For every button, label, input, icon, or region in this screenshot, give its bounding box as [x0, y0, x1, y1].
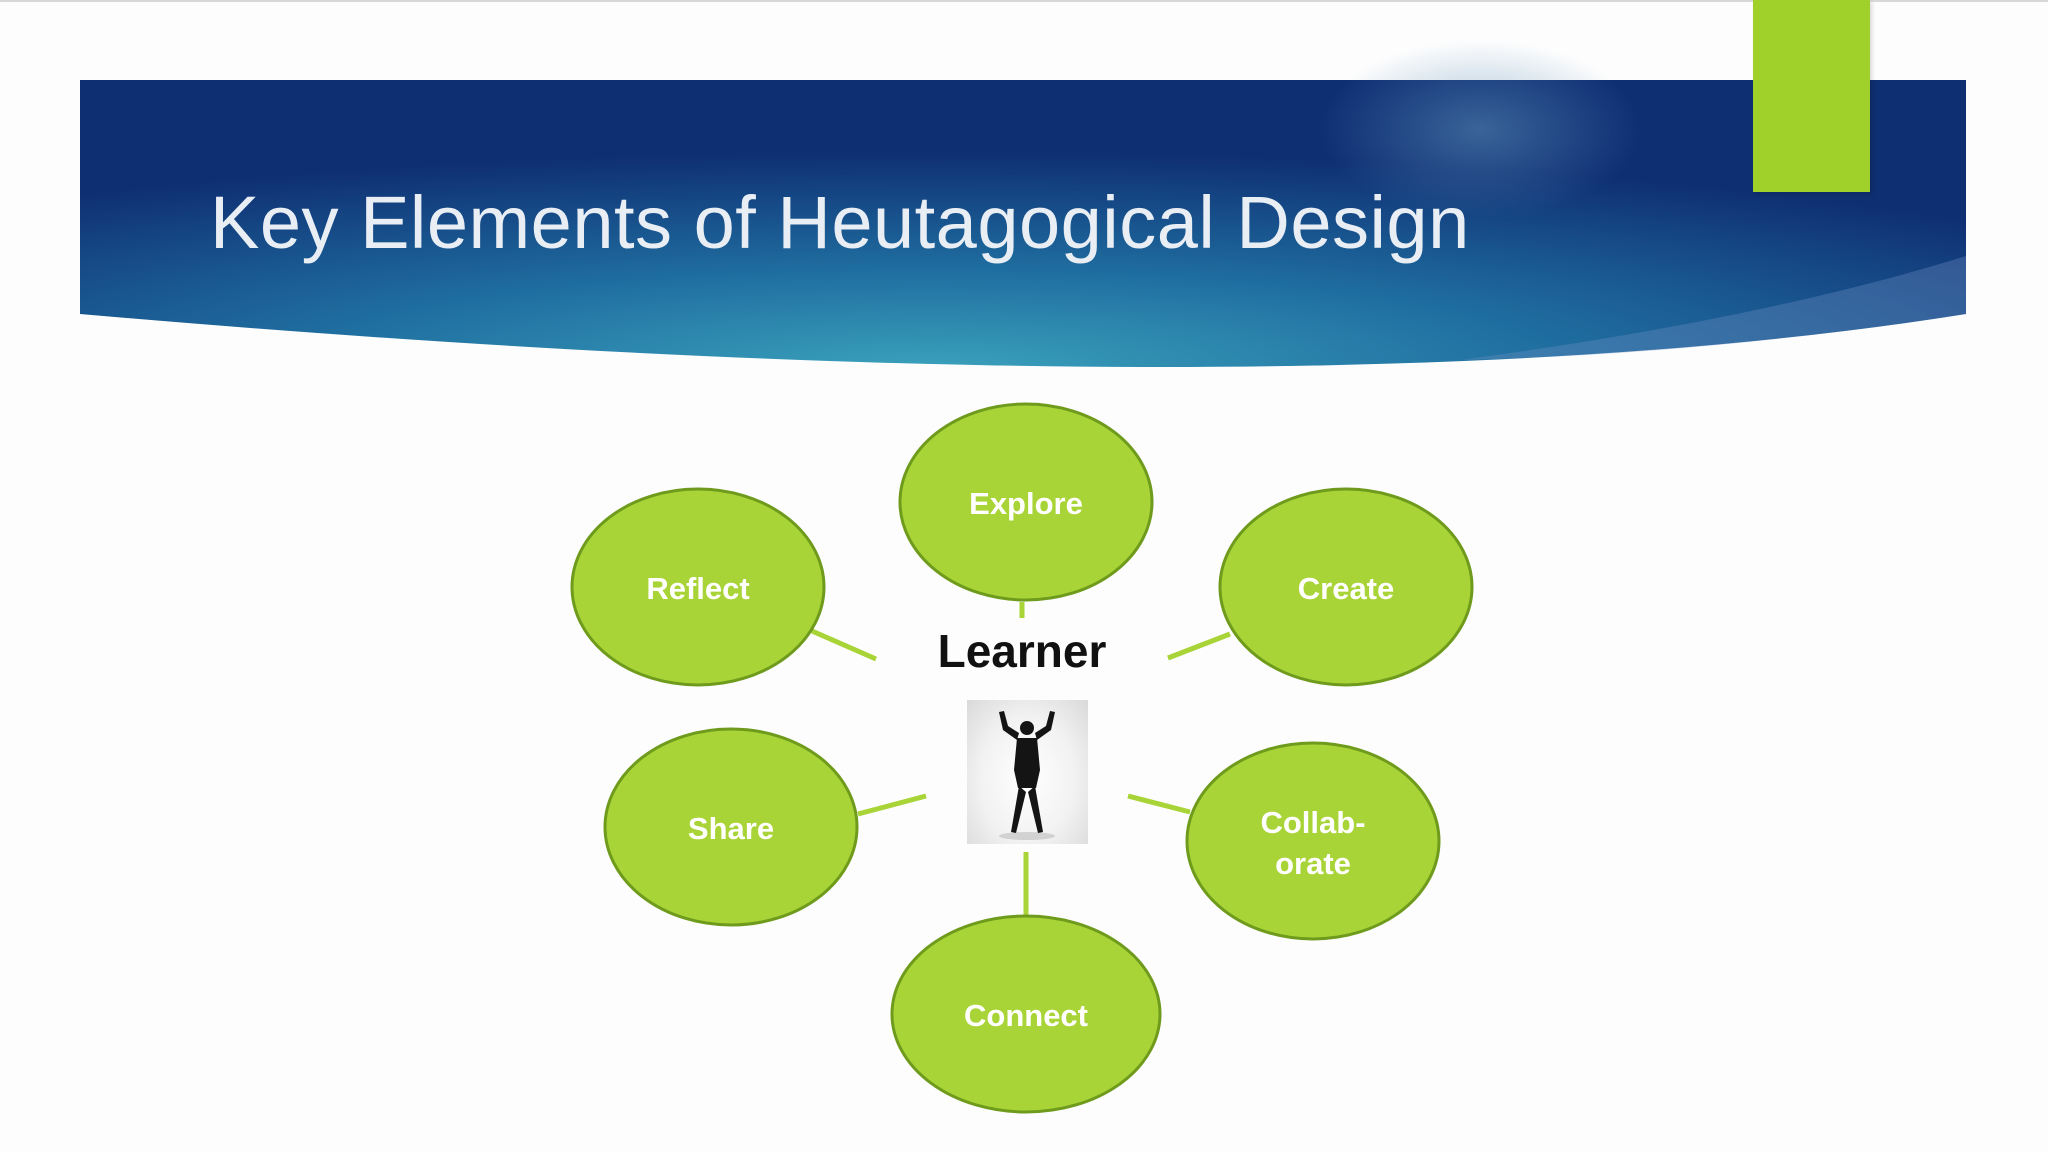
node-label: Connect: [964, 998, 1088, 1033]
node-label: Collab-: [1260, 805, 1365, 840]
node-label: Create: [1298, 571, 1395, 606]
connector-collaborate: [1127, 793, 1191, 815]
learner-image: [967, 700, 1088, 844]
node-label: Share: [688, 811, 774, 846]
accent-tab: [1753, 0, 1870, 192]
node-share: Share: [603, 727, 859, 927]
connector-reflect: [810, 628, 878, 662]
center-label-learner: Learner: [937, 625, 1107, 677]
top-border-line: [0, 0, 2048, 2]
node-label: Reflect: [646, 571, 749, 606]
person-arms-raised-silhouette-icon: [999, 711, 1055, 840]
node-label: Explore: [969, 486, 1083, 521]
node-explore: Explore: [898, 402, 1154, 602]
node-connect: Connect: [890, 914, 1162, 1114]
connector-create: [1167, 631, 1231, 661]
node-reflect: Reflect: [570, 487, 826, 687]
node-create: Create: [1218, 487, 1474, 687]
slide-title: Key Elements of Heutagogical Design: [210, 181, 1470, 264]
connectors: [810, 602, 1231, 915]
connector-share: [857, 793, 927, 817]
node-label-line2: orate: [1275, 846, 1351, 881]
node-collaborate: Collab- orate: [1185, 741, 1441, 941]
